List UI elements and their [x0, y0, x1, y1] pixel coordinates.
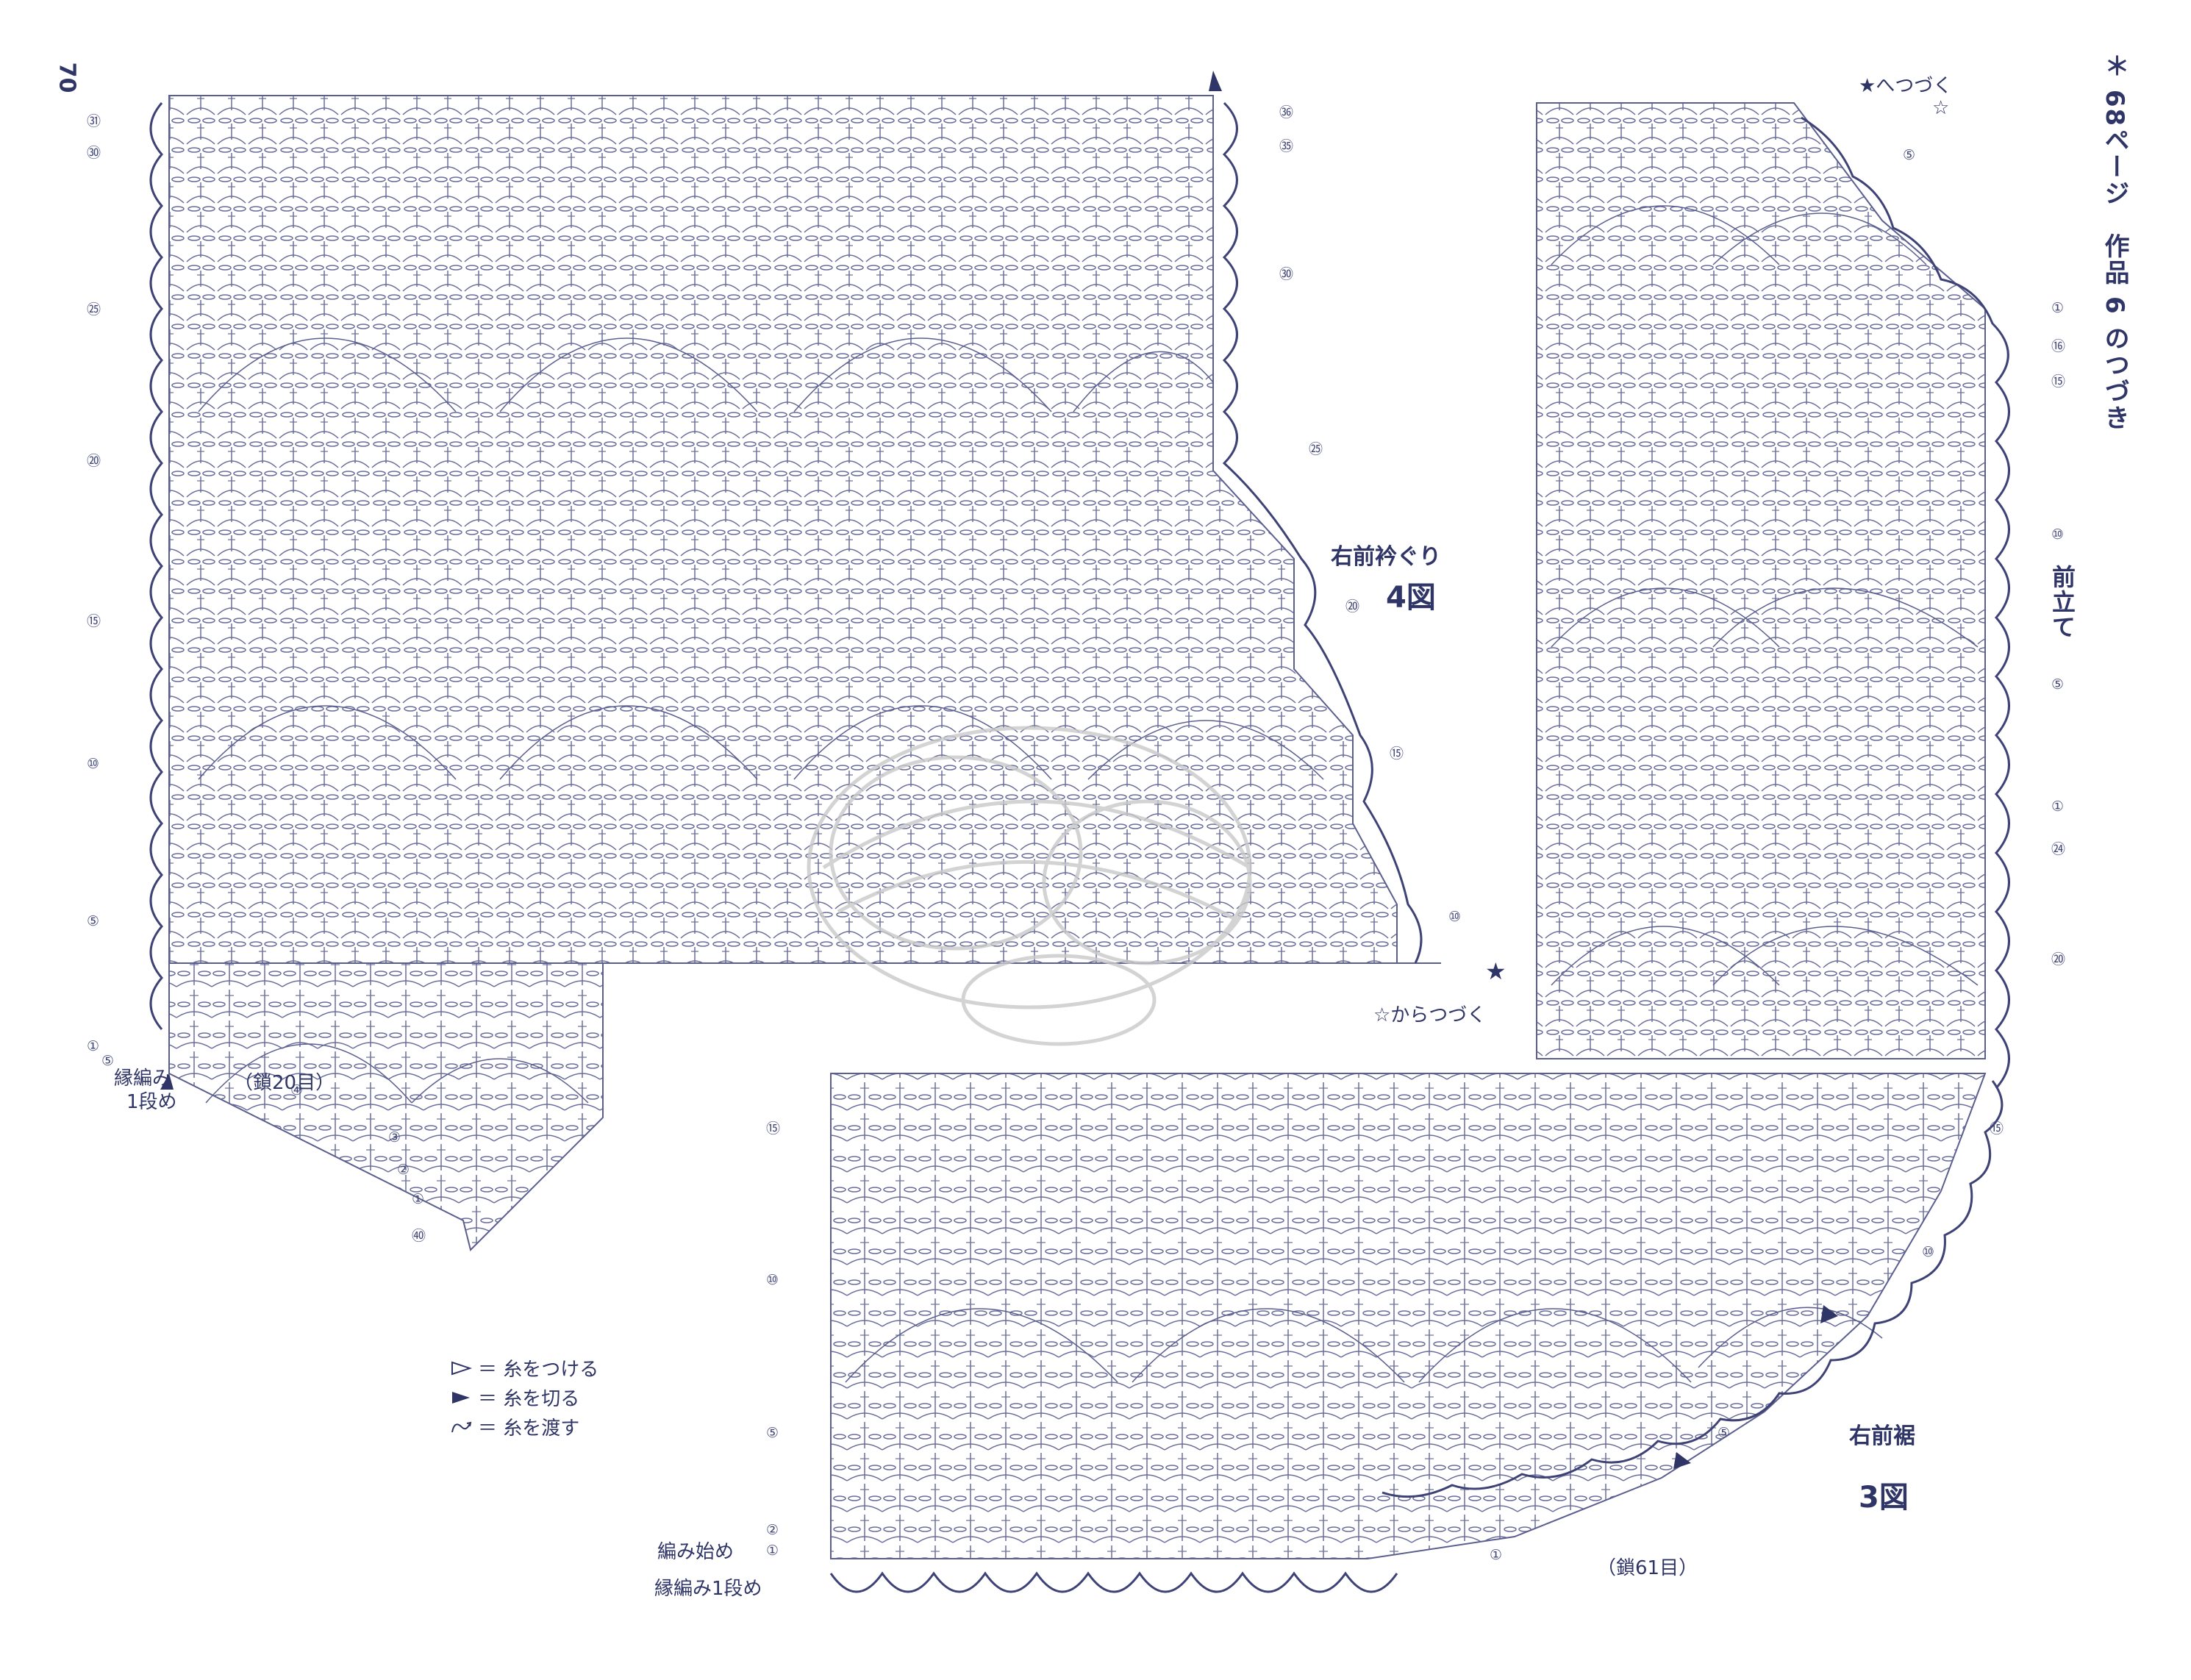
fig4-continue-mark: ★	[1485, 957, 1506, 985]
fig4-left-row-label: ㉛	[87, 113, 101, 129]
fig4-right-row-label: ㉟	[1279, 138, 1294, 154]
cut-yarn-icon	[452, 1391, 470, 1404]
front-band-row-label: ⑳	[2051, 951, 2066, 968]
front-band-title: 前立て	[2048, 565, 2076, 640]
fig4-right-row-label: ⑮	[1390, 746, 1404, 762]
page-number: 70	[54, 62, 80, 93]
front-band-row-label: ⑩	[2051, 526, 2065, 543]
front-band-top-mark: ☆	[1932, 97, 1950, 119]
front-band-row-label: ①	[2051, 798, 2065, 815]
fig4-left-row-label: ①	[87, 1038, 100, 1054]
fig3-right-row-label: ⑤	[1718, 1425, 1731, 1441]
fig3-left-row-label: ⑩	[766, 1272, 779, 1288]
fig4-edge-start-line1: 縁編み	[114, 1068, 172, 1090]
front-band-row-label: ⑯	[2051, 338, 2066, 354]
front-band-row-label: ㉔	[2051, 841, 2066, 857]
fig4-right-row-label: ⑳	[1345, 598, 1360, 615]
fig3-title: 右前裾	[1849, 1423, 1915, 1449]
fig4-right-row-label: ㊱	[1279, 104, 1294, 121]
fig4-lower-label: ㊵	[412, 1228, 426, 1244]
legend-item-join: ＝ 糸をつける	[450, 1354, 598, 1381]
fig4-lower-label: ④	[290, 1082, 304, 1098]
fig3-left-row-label: ①	[766, 1543, 779, 1559]
fig4-lower-label: ①	[412, 1191, 425, 1207]
front-band-row-label: ⑤	[1903, 147, 1916, 163]
front-band-chart	[1536, 102, 2010, 1089]
fig4-right-row-label: ㉕	[1309, 441, 1323, 457]
legend-label: ＝ 糸をつける	[478, 1359, 599, 1381]
fig4-number: 4図	[1386, 581, 1436, 615]
watermark-yarn-icon	[807, 726, 1252, 1046]
front-band-row-label: ①	[2051, 300, 2065, 316]
front-band-row-label: ⑮	[2051, 373, 2066, 390]
fig4-left-row-label: ㉕	[87, 301, 101, 318]
fig4-left-row-label: ⑤	[87, 913, 100, 929]
fig4-left-row-label: ⑳	[87, 453, 101, 469]
fig4-edge-start-line2: 1段め	[126, 1091, 177, 1113]
legend-item-carry: ＝ 糸を渡す	[450, 1413, 579, 1440]
fig3-right-row-label: ①	[1490, 1547, 1503, 1563]
fig4-right-row-label: ⑩	[1448, 909, 1462, 925]
fig4-lower-label: ③	[388, 1129, 401, 1145]
fig3-number: 3図	[1859, 1481, 1909, 1515]
fig4-chain-count: （鎖20目）	[234, 1072, 335, 1094]
fig4-left-row-label: ⑮	[87, 613, 101, 629]
fig4-left-row-label: ⑩	[87, 756, 100, 772]
legend-label: ＝ 糸を渡す	[478, 1418, 580, 1440]
join-yarn-icon	[451, 1361, 472, 1375]
cross-reference: ＊ 68ページ 作品 6 のつづき	[2100, 53, 2129, 432]
fig3-right-row-label: ⑩	[1922, 1244, 1935, 1260]
fig3-chain-count: （鎖61目）	[1597, 1557, 1698, 1579]
legend-item-cut: ＝ 糸を切る	[450, 1384, 579, 1411]
fig3-edge-label: 縁編み1段め	[654, 1578, 762, 1600]
carry-yarn-icon	[451, 1421, 472, 1432]
fig4-chart	[149, 95, 1441, 1251]
fig4-left-row-label: ⑤	[101, 1053, 115, 1069]
cut-yarn-marks	[160, 71, 1838, 1469]
fig3-chart	[829, 1073, 2004, 1593]
legend-label: ＝ 糸を切る	[478, 1388, 580, 1410]
front-band-row-label: ⑤	[2051, 676, 2065, 693]
fig3-left-row-label: ②	[766, 1522, 779, 1538]
fig3-right-row-label: ⑮	[1990, 1120, 2004, 1137]
fig4-continue-from: ☆からつづく	[1373, 1004, 1487, 1026]
front-band-top-continue: ★へつづく	[1859, 75, 1953, 97]
fig4-left-row-label: ㉚	[87, 145, 101, 161]
fig4-title: 右前衿ぐり	[1331, 544, 1441, 570]
fig3-start-label: 編み始め	[657, 1541, 734, 1563]
fig3-left-row-label: ⑤	[766, 1425, 779, 1441]
fig3-left-row-label: ⑮	[766, 1120, 781, 1137]
fig4-right-row-label: ㉚	[1279, 266, 1294, 282]
fig4-lower-label: ②	[397, 1162, 410, 1178]
